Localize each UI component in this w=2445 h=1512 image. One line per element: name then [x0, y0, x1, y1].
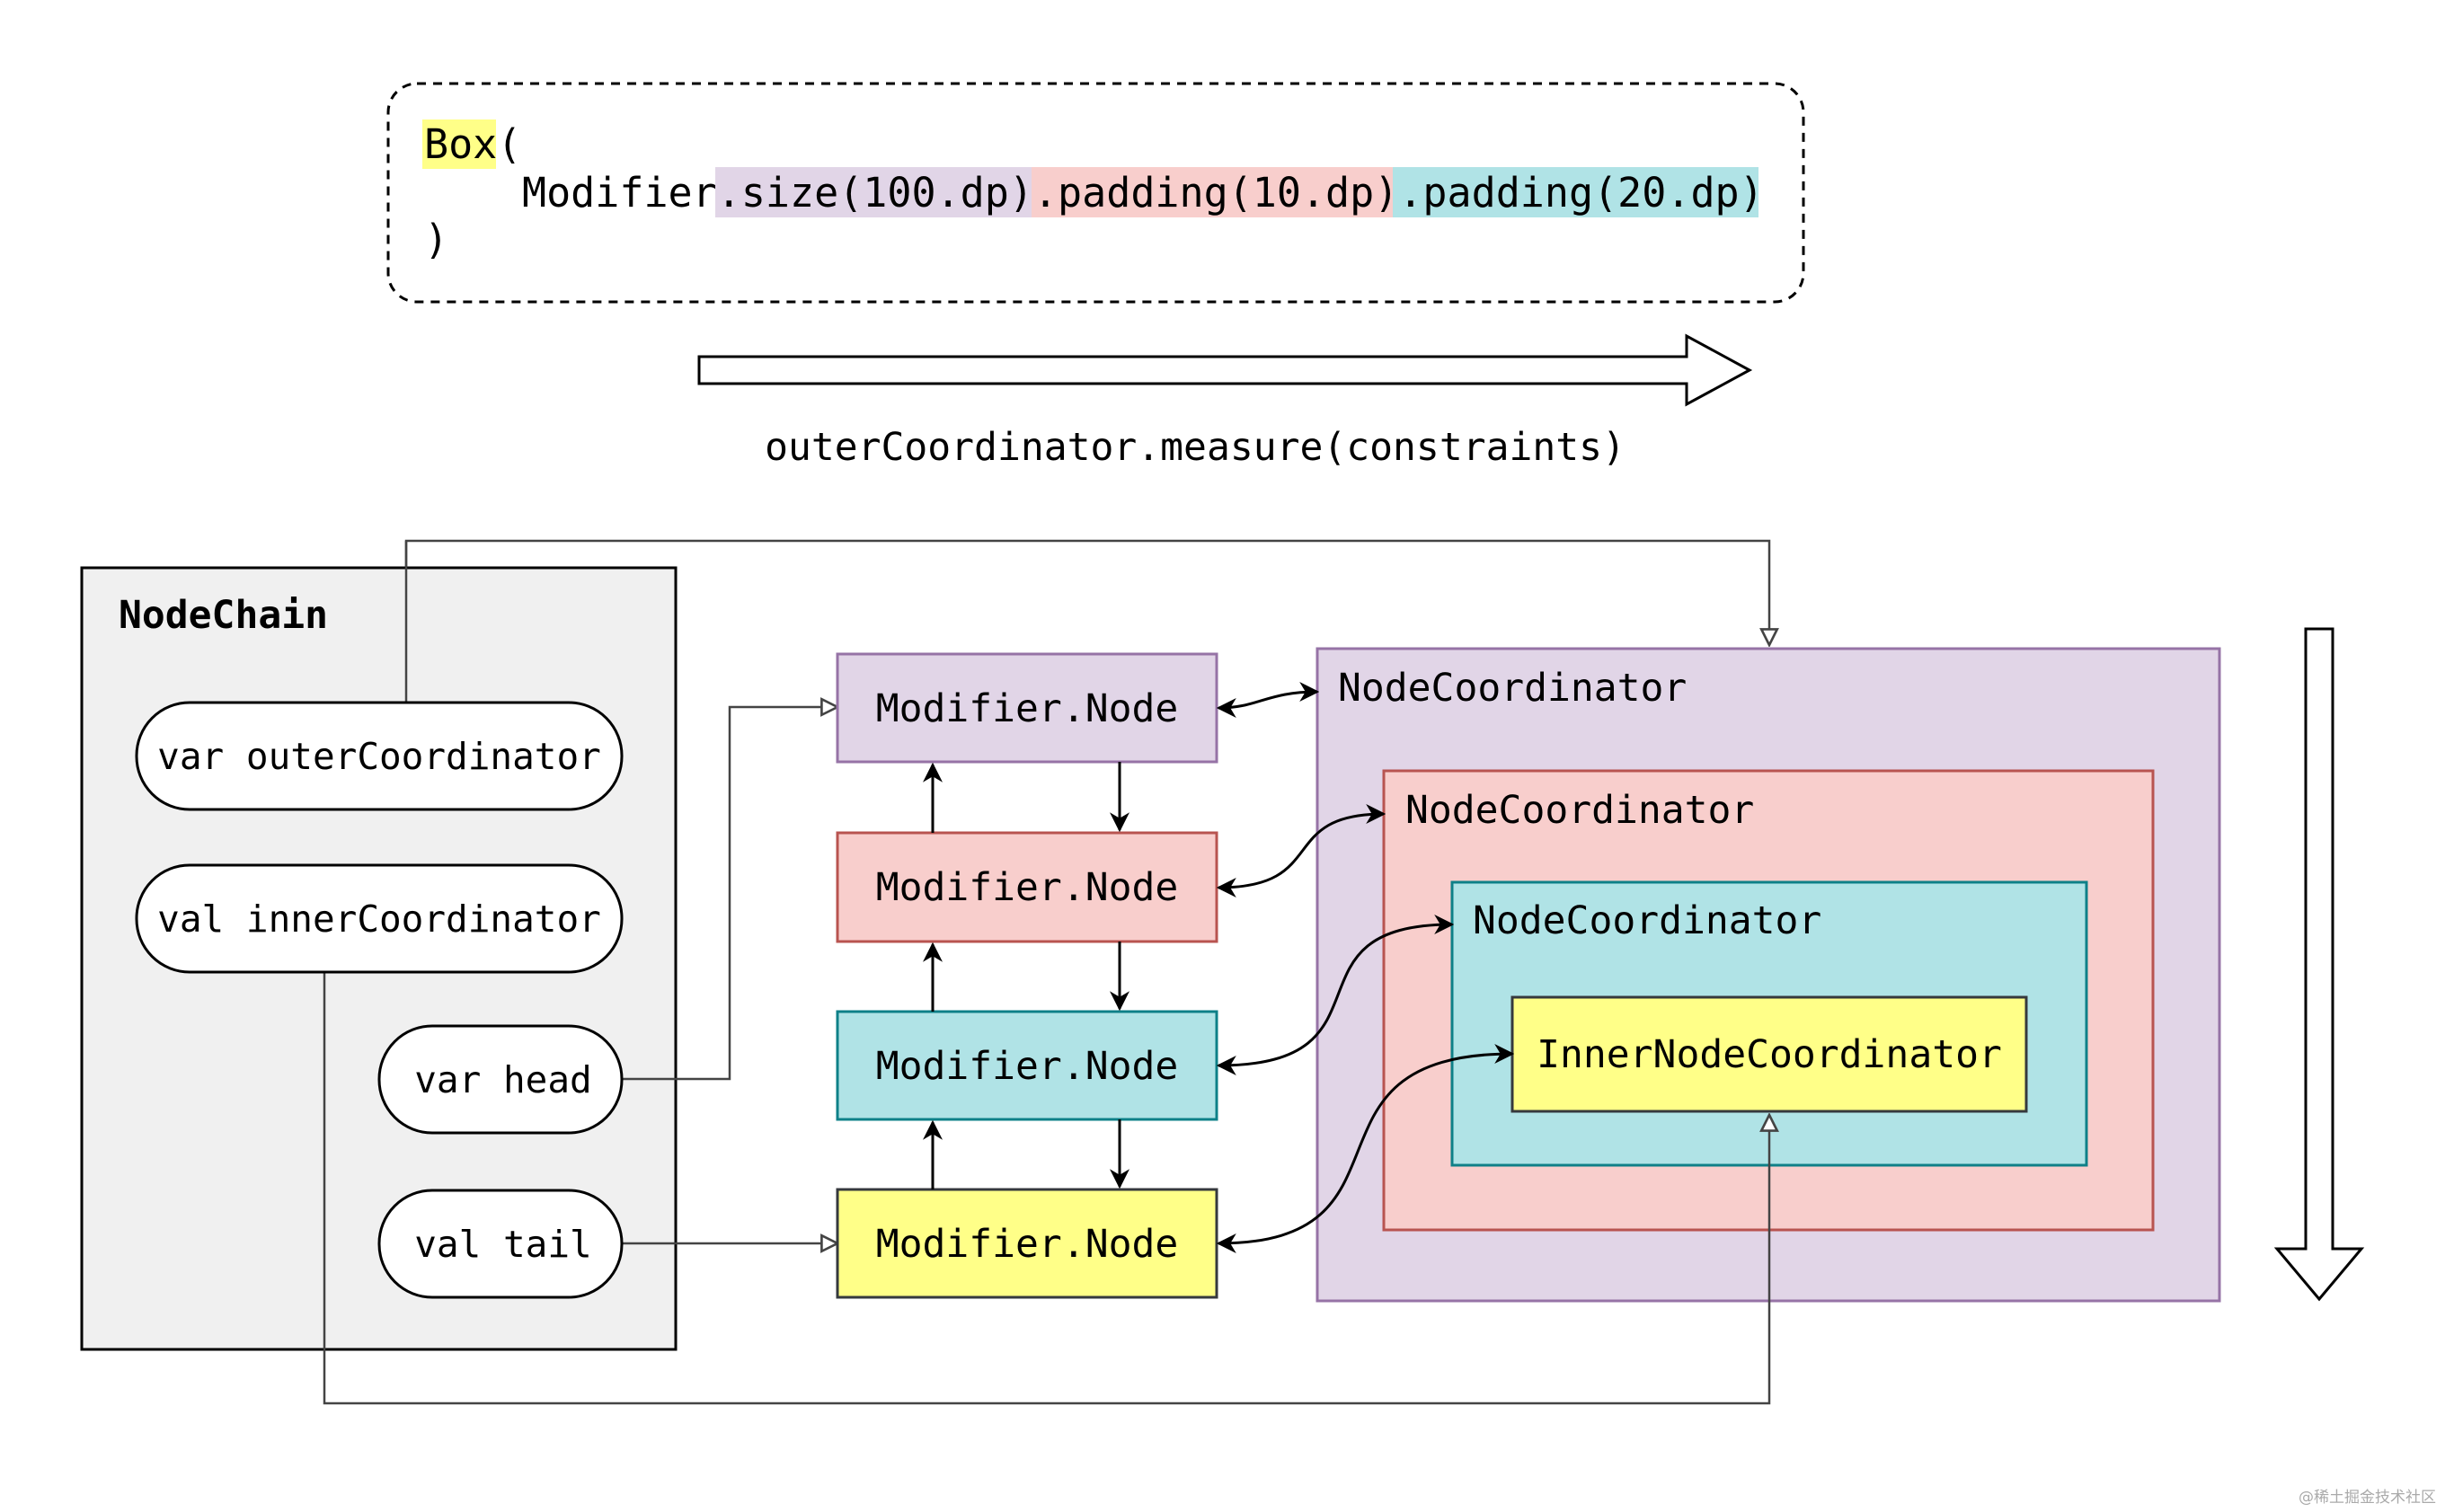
- svg-text:Modifier.size(100.dp).padding(: Modifier.size(100.dp).padding(10.dp).pad…: [522, 169, 1764, 217]
- code-padding-10: .padding(10.dp): [1033, 169, 1398, 217]
- padding1-highlight: [1032, 167, 1393, 217]
- modifier-node-3: [836, 1010, 1218, 1121]
- field-inner-coordinator: [135, 863, 624, 974]
- code-box-keyword: Box: [424, 120, 497, 168]
- watermark: @稀土掘金技术社区: [2299, 1489, 2436, 1507]
- node-links: [923, 762, 1129, 1189]
- traversal-direction-arrow: [2273, 627, 2365, 1302]
- modifier-node-1-label: Modifier.Node: [876, 686, 1179, 731]
- link-node4-coordinator: [1216, 1044, 1515, 1253]
- code-open-paren: (: [497, 120, 521, 168]
- connectors-over-panel: [323, 541, 1769, 1405]
- box-highlight: [422, 119, 496, 169]
- inner-node-coordinator-label: InnerNodeCoordinator: [1537, 1032, 2002, 1077]
- node-chain-title: NodeChain: [119, 593, 328, 638]
- measure-label: outerCoordinator.measure(constraints): [765, 425, 1626, 470]
- modifier-node-2: [836, 831, 1218, 943]
- code-size: .size(100.dp): [717, 169, 1033, 217]
- measure-direction-arrow: [697, 333, 1753, 407]
- link-node1-coordinator: [1216, 682, 1320, 718]
- modifier-node-3-label: Modifier.Node: [876, 1044, 1179, 1089]
- field-head-label: var head: [414, 1058, 591, 1101]
- inner-node-coordinator: [1510, 995, 2028, 1113]
- modifier-node-4-label: Modifier.Node: [876, 1222, 1179, 1267]
- link-node2-coordinator: [1216, 804, 1386, 897]
- node-coordinator-middle-label: NodeCoordinator: [1405, 788, 1754, 833]
- coordinator-stack: NodeCoordinator NodeCoordinator NodeCoor…: [1316, 647, 2221, 1303]
- modifier-node-chain: Modifier.Node Modifier.Node Modifier.Nod…: [836, 652, 1218, 1299]
- node-chain-fields: var outerCoordinator val innerCoordinato…: [135, 701, 624, 1299]
- node-coordinator-outer-label: NodeCoordinator: [1338, 666, 1687, 711]
- head-link: [622, 707, 837, 1081]
- field-tail: [377, 1189, 624, 1299]
- field-outer-coordinator-label: var outerCoordinator: [157, 735, 601, 778]
- code-close-paren: ): [424, 216, 448, 263]
- code-block: Box( Modifier.size(100.dp).padding(10.dp…: [386, 82, 1805, 304]
- field-outer-coordinator: [135, 701, 624, 811]
- field-head: [377, 1024, 624, 1135]
- modifier-node-2-label: Modifier.Node: [876, 865, 1179, 910]
- coordinator-links: [1216, 682, 1515, 1253]
- field-tail-label: val tail: [414, 1223, 591, 1266]
- size-highlight: [715, 167, 1032, 217]
- code-padding-20: .padding(20.dp): [1398, 169, 1763, 217]
- inner-coordinator-link: [323, 972, 1769, 1405]
- node-coordinator-inner-label: NodeCoordinator: [1473, 898, 1821, 943]
- svg-text:Box(: Box(: [424, 120, 521, 168]
- code-modifier: Modifier: [522, 169, 717, 217]
- field-inner-coordinator-label: val innerCoordinator: [157, 897, 601, 941]
- modifier-node-4: [836, 1188, 1218, 1299]
- padding2-highlight: [1393, 167, 1758, 217]
